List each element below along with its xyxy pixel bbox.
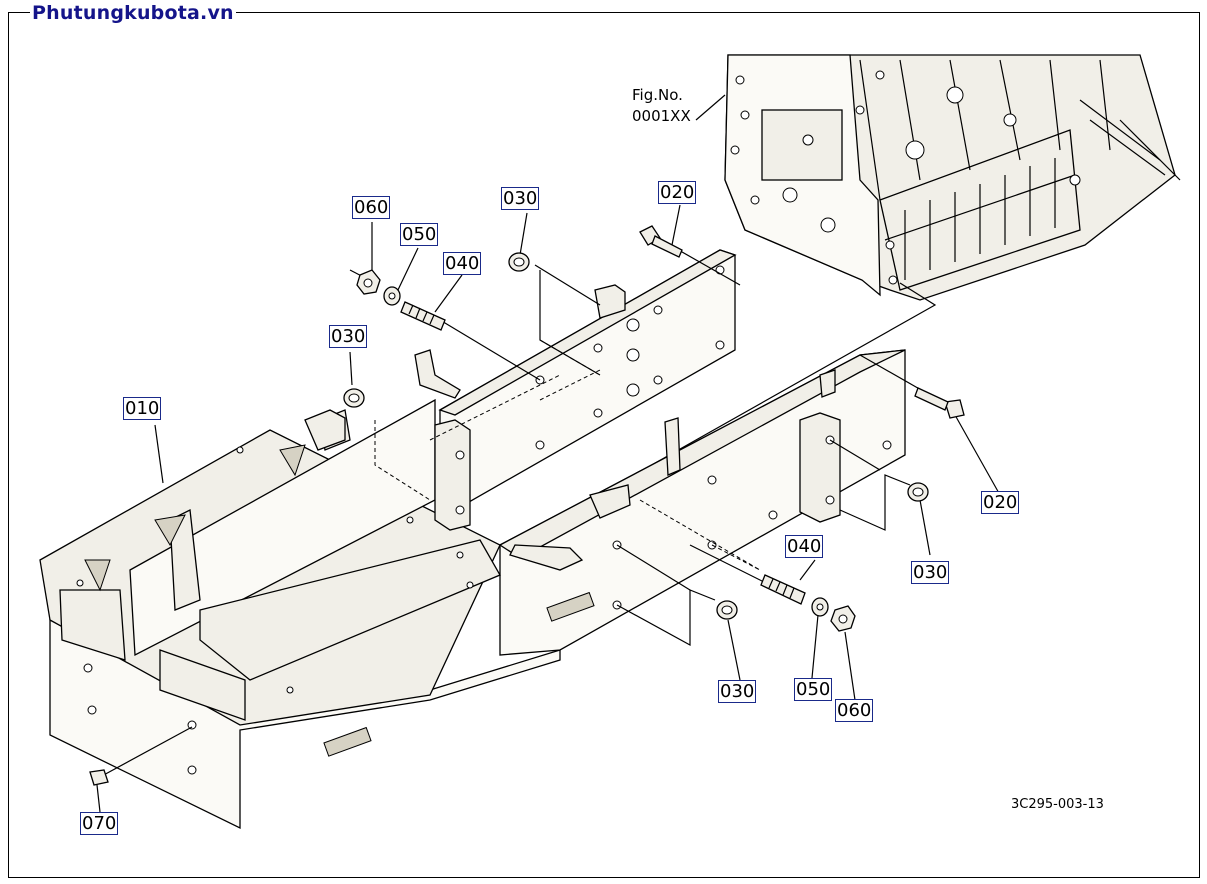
- callout-030-right[interactable]: 030: [911, 561, 950, 584]
- callout-040-top[interactable]: 040: [443, 252, 482, 275]
- callout-030-top[interactable]: 030: [501, 187, 540, 210]
- plug-070: [89, 769, 109, 786]
- stud-040: [400, 301, 806, 605]
- callout-020-top[interactable]: 020: [658, 181, 697, 204]
- bolt-020-right: [914, 387, 965, 419]
- front-frame-010: [39, 398, 561, 830]
- callout-030-bottom[interactable]: 030: [718, 680, 757, 703]
- figure-ref-line1: Fig.No.: [632, 86, 683, 104]
- washer-050: [383, 286, 829, 617]
- figure-ref-line2: 0001XX: [632, 107, 691, 125]
- site-brand: Phutungkubota.vn: [30, 2, 236, 24]
- drawing-frame: [8, 12, 1200, 878]
- bolt-020-top: [639, 225, 683, 258]
- drawing-code: 3C295-003-13: [1011, 797, 1104, 812]
- callout-050-bottom[interactable]: 050: [794, 678, 833, 701]
- callout-060-top[interactable]: 060: [352, 196, 391, 219]
- callout-060-bottom[interactable]: 060: [835, 699, 874, 722]
- callout-010[interactable]: 010: [123, 397, 162, 420]
- engine-block: [724, 54, 1176, 301]
- callout-050-top[interactable]: 050: [400, 223, 439, 246]
- small-brackets: [414, 349, 836, 571]
- spacer-block-right: [799, 412, 841, 523]
- nut-060: [356, 269, 856, 632]
- spacer-block-top: [304, 284, 626, 451]
- callout-020-right[interactable]: 020: [981, 491, 1020, 514]
- spacer-block-left: [434, 419, 471, 531]
- collar-030: [343, 252, 929, 620]
- callout-040-bottom[interactable]: 040: [785, 535, 824, 558]
- callout-030-left[interactable]: 030: [329, 325, 368, 348]
- callout-070[interactable]: 070: [80, 812, 119, 835]
- upper-bracket-plate: [438, 249, 737, 511]
